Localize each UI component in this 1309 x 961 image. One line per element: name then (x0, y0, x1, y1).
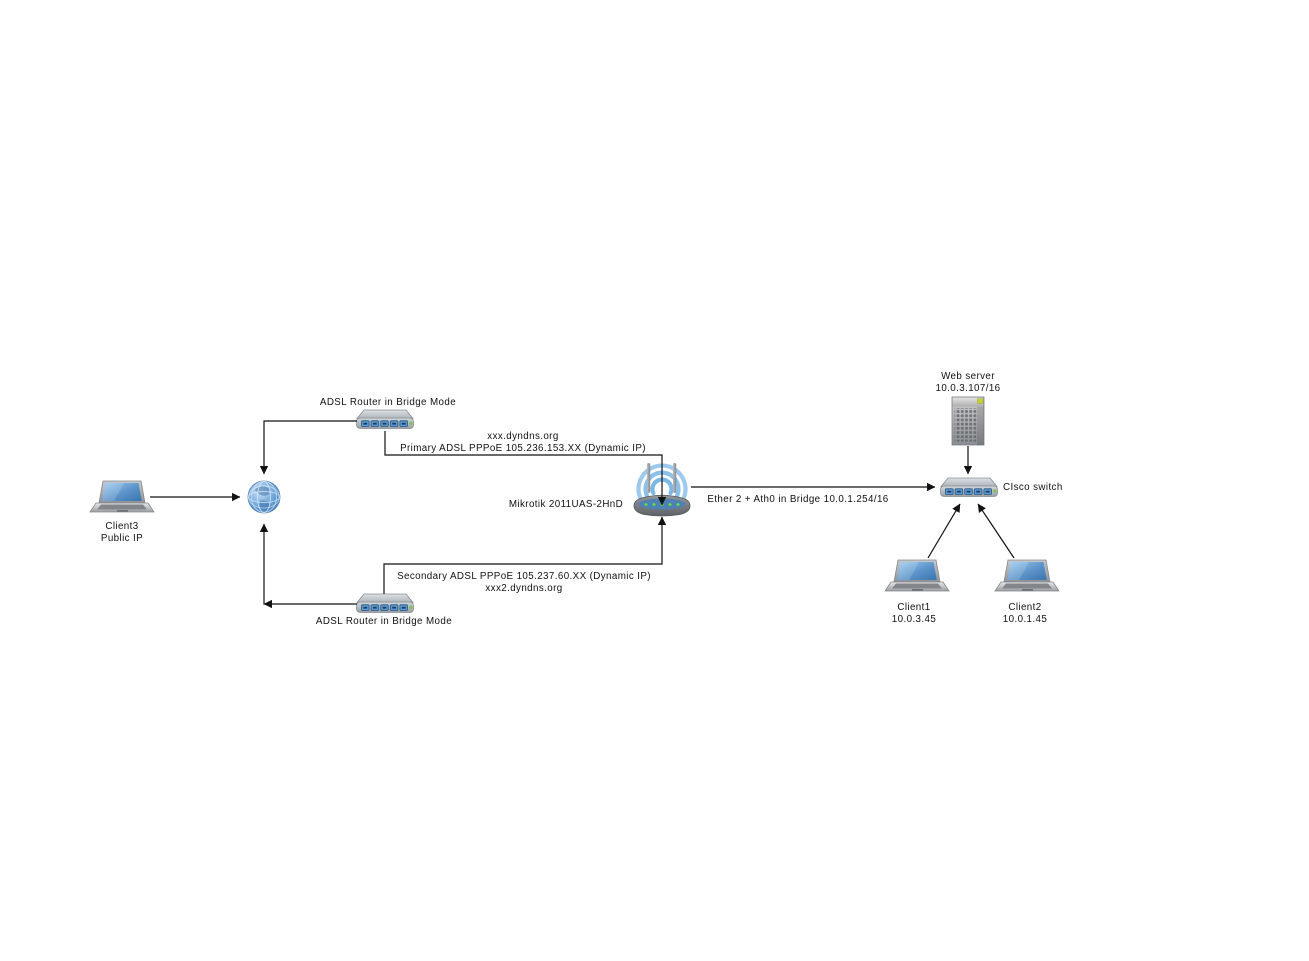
secondary-pppoe: Secondary ADSL PPPoE 105.237.60.XX (Dyna… (397, 571, 651, 582)
edge-client1-to-switch (927, 503, 961, 559)
secondary-dyndns: xxx2.dyndns.org (485, 583, 563, 594)
primary-pppoe: Primary ADSL PPPoE 105.236.153.XX (Dynam… (400, 443, 646, 454)
adsl-router-top-icon (356, 409, 414, 429)
cisco-switch-text: CIsco switch (1003, 482, 1063, 493)
client2-ip: 10.0.1.45 (1002, 614, 1048, 625)
client1-ip: 10.0.3.45 (891, 614, 937, 625)
lan-bridge-text: Ether 2 + Ath0 in Bridge 10.0.1.254/16 (707, 494, 889, 505)
web-server-ip: 10.0.3.107/16 (935, 383, 1001, 394)
edge-primary-adsl-to-mikrotik (384, 431, 667, 506)
connectors (150, 420, 1015, 609)
client3-ip: Public IP (100, 533, 144, 544)
lan-bridge-label: Ether 2 + Ath0 in Bridge 10.0.1.254/16 (707, 494, 888, 506)
client2-laptop-icon (994, 559, 1060, 592)
internet-globe-icon (247, 480, 281, 514)
client1-name: Client1 (897, 602, 931, 613)
client3-laptop-icon (89, 480, 155, 513)
web-server-name: Web server (941, 371, 995, 382)
client2-label: Client2 10.0.1.45 (1003, 602, 1047, 626)
web-server-icon (951, 396, 985, 446)
edge-secondary-adsl-to-mikrotik (383, 516, 667, 594)
cisco-switch-icon (940, 477, 998, 497)
web-server-label: Web server 10.0.3.107/16 (935, 371, 1000, 395)
primary-dyndns: xxx.dyndns.org (487, 431, 559, 442)
edge-adsl-top-to-internet (259, 420, 357, 475)
edge-adsl-bottom-to-internet (259, 523, 357, 605)
adsl-router-top-label: ADSL Router in Bridge Mode (320, 397, 456, 409)
client1-label: Client1 10.0.3.45 (892, 602, 936, 626)
client3-name: Client3 (105, 521, 139, 532)
mikrotik-text: Mikrotik 2011UAS-2HnD (508, 499, 624, 510)
mikrotik-label: Mikrotik 2011UAS-2HnD (509, 499, 623, 511)
cisco-switch-label: CIsco switch (1003, 482, 1063, 494)
adsl-router-top-text: ADSL Router in Bridge Mode (319, 397, 457, 408)
primary-adsl-link-label: xxx.dyndns.org Primary ADSL PPPoE 105.23… (400, 431, 646, 455)
client3-label: Client3 Public IP (101, 521, 143, 545)
secondary-adsl-link-label: Secondary ADSL PPPoE 105.237.60.XX (Dyna… (397, 571, 651, 595)
edge-client2-to-switch (977, 503, 1015, 559)
client2-name: Client2 (1008, 602, 1042, 613)
adsl-router-bottom-label: ADSL Router in Bridge Mode (316, 616, 452, 628)
client1-laptop-icon (884, 559, 950, 592)
adsl-router-bottom-icon (356, 593, 414, 613)
adsl-router-bottom-text: ADSL Router in Bridge Mode (315, 616, 453, 627)
